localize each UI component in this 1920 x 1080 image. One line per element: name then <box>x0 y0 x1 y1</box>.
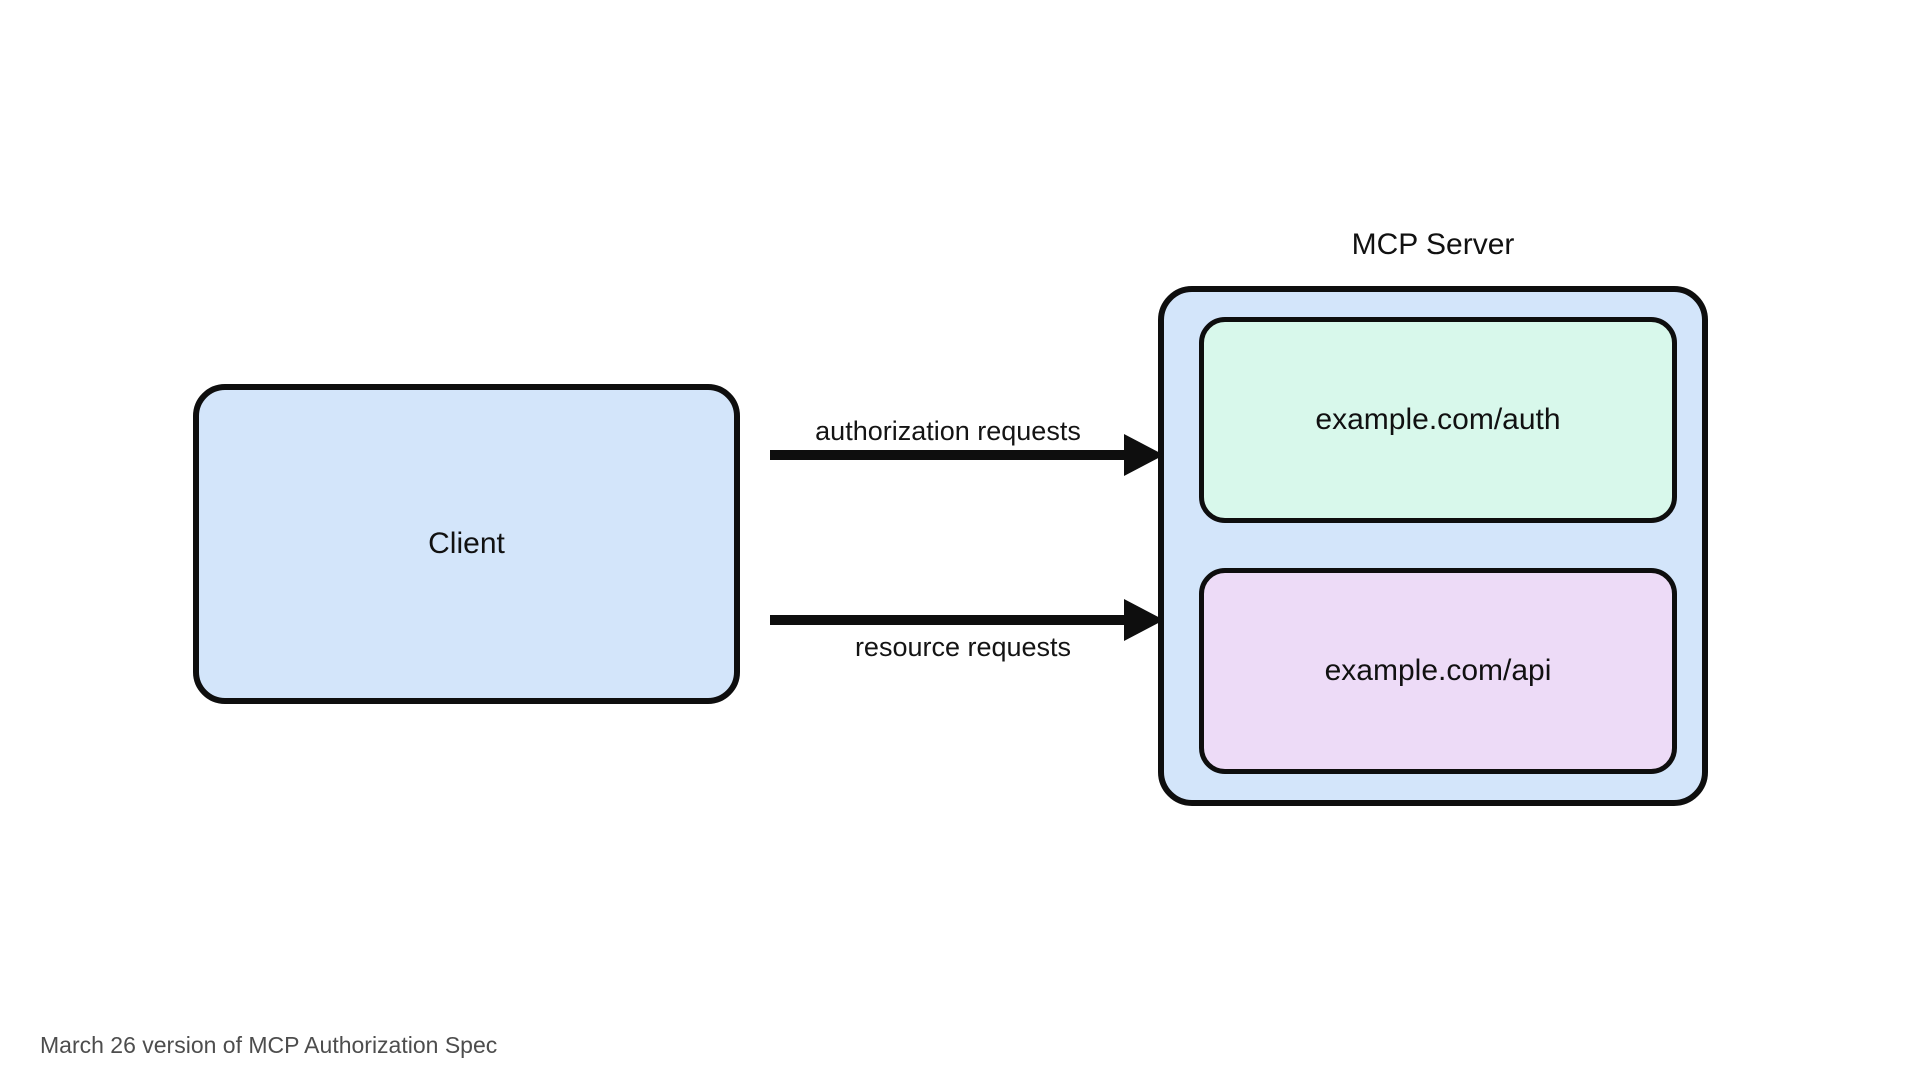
mcp-server-title: MCP Server <box>1351 228 1515 261</box>
resource-arrow-head-icon <box>1124 599 1164 641</box>
diagram-caption: March 26 version of MCP Authorization Sp… <box>40 1032 498 1058</box>
client-node-label: Client <box>428 527 505 560</box>
resource-arrow-shaft <box>770 615 1128 625</box>
api-endpoint-label: example.com/api <box>1324 654 1552 687</box>
api-endpoint-node: example.com/api <box>1199 568 1677 774</box>
authorization-arrow-shaft <box>770 450 1128 460</box>
authorization-arrow-head-icon <box>1124 434 1164 476</box>
auth-endpoint-node: example.com/auth <box>1199 317 1677 523</box>
resource-arrow-label: resource requests <box>854 632 1072 662</box>
authorization-arrow-label: authorization requests <box>815 416 1081 446</box>
auth-endpoint-label: example.com/auth <box>1315 403 1561 436</box>
client-node: Client <box>193 384 740 704</box>
